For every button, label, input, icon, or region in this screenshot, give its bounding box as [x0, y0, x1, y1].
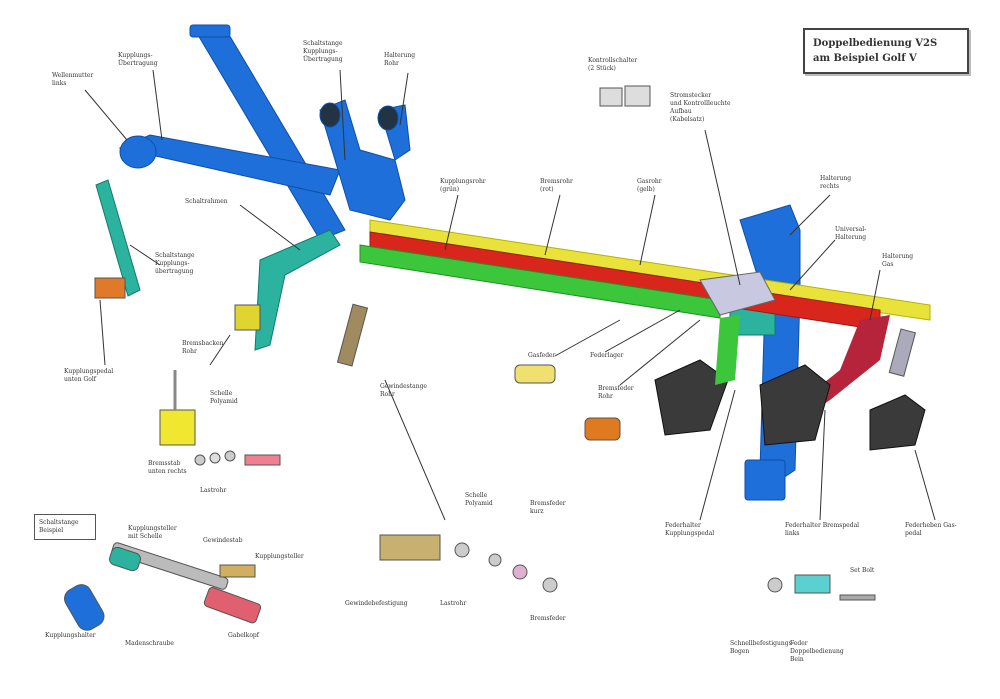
label-gabelkopf: Gabelkopf	[228, 632, 259, 639]
label-gewindestange-rohr: Gewindestange Rohr	[380, 383, 427, 398]
label-gasrohr: Gasrohr (gelb)	[637, 178, 662, 193]
label-set-bolt: Set Bolt	[850, 567, 875, 574]
label-lastrohr-2: Lastrohr	[440, 600, 467, 607]
label-halterung-rechts: Halterung rechts	[820, 175, 852, 190]
label-schelle-polyamid-2: Schelle Polyamid	[465, 492, 493, 507]
label-federheben-gaspedal: Federheben Gas- pedal	[905, 522, 957, 537]
example-box-label: Schaltstange Beispiel	[34, 514, 96, 540]
label-bremsfeder-kurz: Bremsfeder kurz	[530, 500, 566, 515]
label-federlager: Federlager	[590, 352, 624, 359]
leader-lines	[84, 69, 936, 521]
label-wellenmutter: Wellenmutter links	[52, 72, 94, 87]
label-halterung-gas: Halterung Gas	[882, 253, 914, 268]
pedals	[654, 359, 926, 451]
label-bremsstab: Bremsstab unten rechts	[148, 460, 187, 475]
label-lastrohr: Lastrohr	[200, 487, 227, 494]
label-kupplungsteller-schelle: Kupplungsteller mit Schelle	[128, 525, 177, 540]
red-brake-rod	[369, 231, 881, 331]
label-feder-doppelbedienung: Feder Doppelbedienung Bein	[790, 640, 844, 663]
label-bremsbacken-rohr: Bremsbacken Rohr	[182, 340, 224, 355]
green-pedal-arm	[715, 315, 740, 385]
label-schaltstange-uebertragung: Schaltstange Kupplungs- Übertragung	[303, 40, 343, 63]
label-schaltrahmen: Schaltrahmen	[185, 198, 228, 205]
label-kupplungspedal-golf: Kupplungspedal unten Golf	[64, 368, 114, 383]
label-universal-halterung: Universal- Halterung	[835, 226, 867, 241]
label-halterung-rohr: Halterung Rohr	[384, 52, 416, 67]
diagram-title: Doppelbedienung V2S am Beispiel Golf V	[803, 28, 969, 74]
label-bremsfeder: Bremsfeder	[530, 615, 566, 622]
label-gasfeder: Gasfeder	[528, 352, 556, 359]
label-bremsrohr: Bremsrohr (rot)	[540, 178, 573, 193]
small-parts	[64, 85, 917, 631]
label-stromstecker: Stromstecker und Kontrollleuchte Aufbau …	[670, 92, 731, 123]
label-schnellbefestigung: Schnellbefestigungs- Bogen	[730, 640, 794, 655]
label-federhalter-bremspedal: Federhalter Bremspedal links	[785, 522, 860, 537]
label-schaltstange-kupplung: Schaltstange Kupplungs- übertragung	[155, 252, 195, 275]
label-kupplungshalter: Kupplungshalter	[45, 632, 96, 639]
label-kupplungsteller: Kupplungsteller	[255, 553, 304, 560]
label-kupplungs-uebertragung: Kupplungs- Übertragung	[118, 52, 158, 67]
label-kupplungsrohr: Kupplungsrohr (grün)	[440, 178, 486, 193]
label-madenschraube: Madenschraube	[125, 640, 174, 647]
center-bracket	[699, 271, 776, 316]
label-schelle-polyamid: Schelle Polyamid	[210, 390, 238, 405]
label-bremsfeder-rohr: Bremsfeder Rohr	[598, 385, 634, 400]
label-gewindestab: Gewindestab	[203, 537, 243, 544]
label-gewindebefestigung: Gewindebefestigung	[345, 600, 408, 607]
label-federhalter-kupplungspedal: Federhalter Kupplungspedal	[665, 522, 715, 537]
label-kontrollschalter: Kontrollschalter (2 Stück)	[588, 57, 638, 72]
